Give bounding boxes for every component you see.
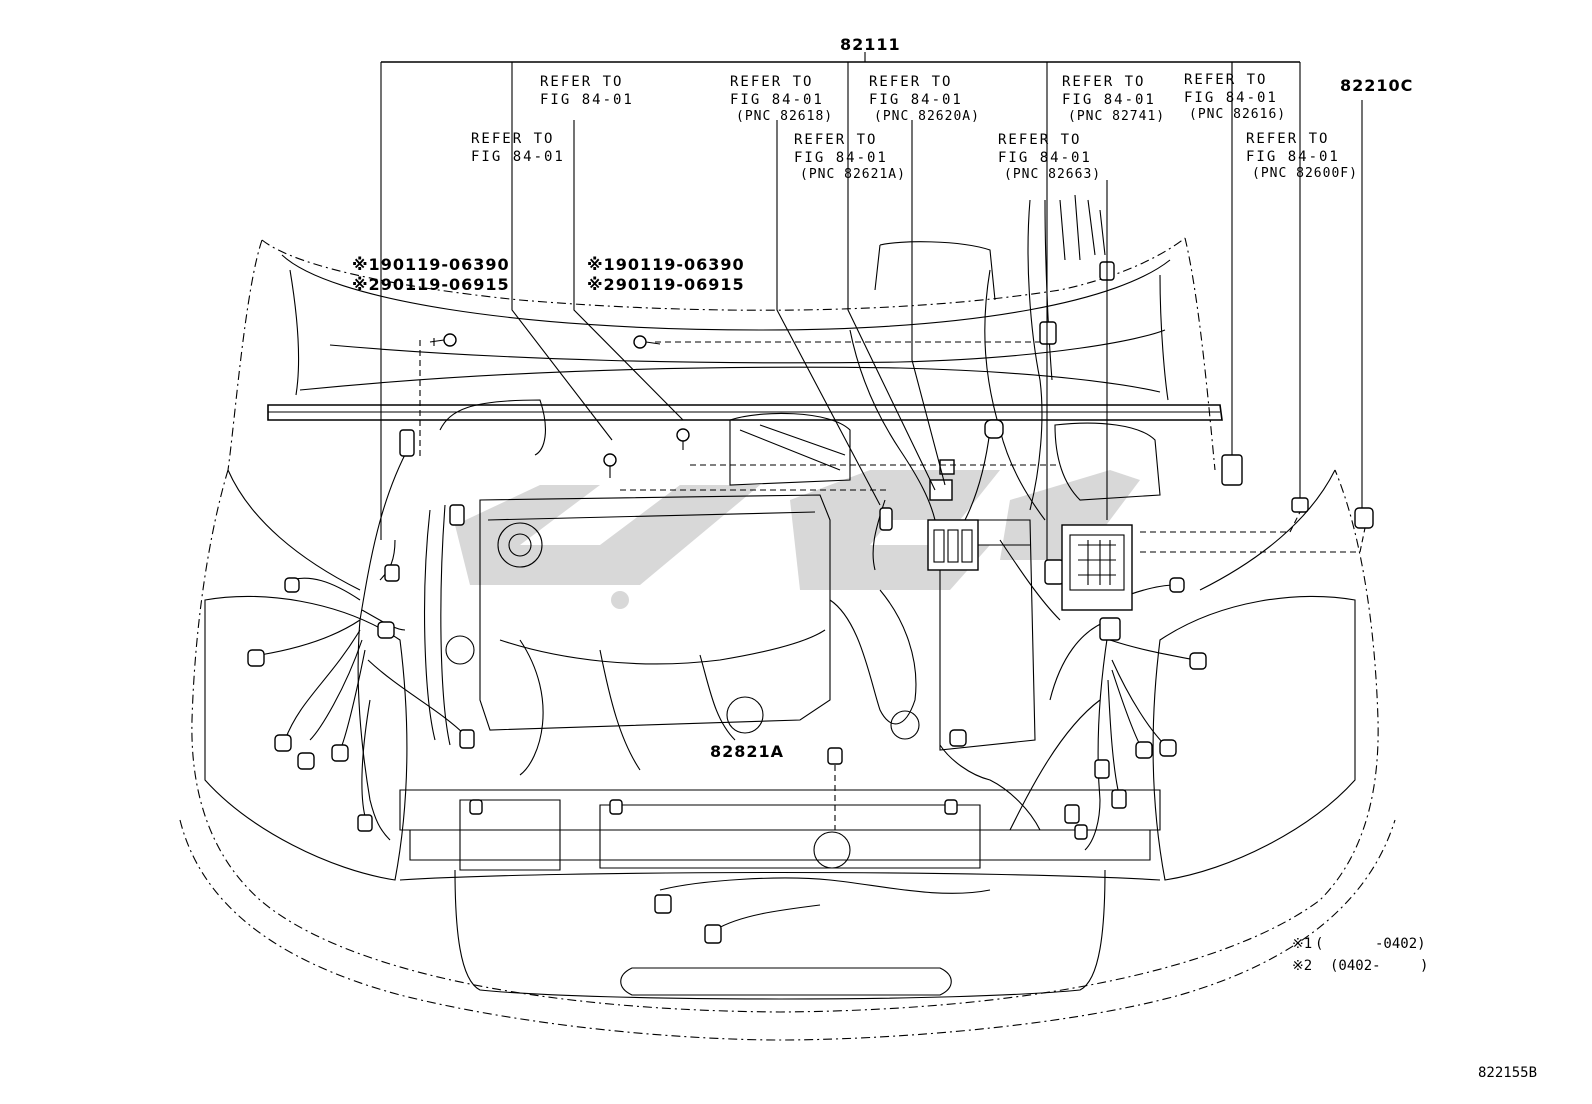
svg-text:REFER TO: REFER TO [998, 132, 1081, 148]
svg-text:(PNC 82741): (PNC 82741) [1068, 109, 1165, 124]
refer-label: REFER TO FIG 84-01 (PNC 82663) [998, 132, 1101, 182]
svg-text:REFER TO: REFER TO [471, 131, 554, 147]
svg-text:FIG 84-01: FIG 84-01 [1062, 92, 1156, 108]
part-82210C [1354, 507, 1374, 529]
refer-label: REFER TO FIG 84-01 (PNC 82618) [730, 74, 833, 124]
svg-text:(PNC 82618): (PNC 82618) [736, 109, 833, 124]
svg-text:FIG 84-01: FIG 84-01 [471, 149, 565, 165]
connector [247, 649, 265, 667]
figure-code: 822155B [1478, 1065, 1537, 1081]
footnote: ※1 ( -0402) [1292, 936, 1426, 952]
footnote: ※2 (0402- ) [1292, 958, 1428, 974]
svg-text:(PNC 82600F): (PNC 82600F) [1252, 166, 1358, 181]
refer-label: REFER TO FIG 84-01 (PNC 82621A) [794, 132, 906, 182]
part-82821A [827, 747, 843, 765]
svg-text:REFER TO: REFER TO [1184, 72, 1267, 88]
svg-text:(PNC 82663): (PNC 82663) [1004, 167, 1101, 182]
part-number-82210C: 82210C [1340, 76, 1413, 95]
refer-label: REFER TO FIG 84-01 (PNC 82620A) [869, 74, 980, 124]
wire-harness [247, 194, 1207, 944]
refer-label: REFER TO FIG 84-01 (PNC 82600F) [1246, 131, 1358, 181]
refer-label: REFER TO FIG 84-01 (PNC 82741) [1062, 74, 1165, 124]
fuse-block-right [1061, 524, 1133, 611]
car-body-outline [179, 237, 1396, 1041]
svg-text:(: ( [1315, 936, 1323, 952]
svg-text:(PNC 82616): (PNC 82616) [1189, 107, 1286, 122]
svg-text:FIG 84-01: FIG 84-01 [1184, 90, 1278, 106]
part-number-82111: 82111 [840, 35, 901, 54]
bolt-icon [429, 333, 690, 478]
svg-text:FIG 84-01: FIG 84-01 [540, 92, 634, 108]
svg-text:※190119-06390: ※190119-06390 [587, 255, 745, 274]
engine-block [424, 241, 1161, 776]
svg-text:(PNC 82620A): (PNC 82620A) [874, 109, 980, 124]
svg-text:FIG 84-01: FIG 84-01 [730, 92, 824, 108]
svg-text:※290119-06915: ※290119-06915 [352, 275, 510, 294]
svg-text:REFER TO: REFER TO [1246, 131, 1329, 147]
watermark-logo [455, 470, 1140, 609]
svg-text:-0402): -0402) [1375, 936, 1426, 952]
bolt-part-numbers: ※190119-06390 ※290119-06915 [352, 255, 510, 294]
svg-text:※2: ※2 [1292, 958, 1312, 974]
svg-text:REFER TO: REFER TO [869, 74, 952, 90]
svg-text:): ) [1420, 958, 1428, 974]
svg-text:FIG 84-01: FIG 84-01 [998, 150, 1092, 166]
svg-text:REFER TO: REFER TO [730, 74, 813, 90]
svg-text:※290119-06915: ※290119-06915 [587, 275, 745, 294]
svg-text:(PNC 82621A): (PNC 82621A) [800, 167, 906, 182]
svg-text:FIG 84-01: FIG 84-01 [794, 150, 888, 166]
refer-label: REFER TO FIG 84-01 [471, 131, 565, 165]
svg-text:REFER TO: REFER TO [794, 132, 877, 148]
refer-label: REFER TO FIG 84-01 (PNC 82616) [1184, 72, 1286, 122]
leader-lines [380, 52, 1366, 830]
svg-text:REFER TO: REFER TO [540, 74, 623, 90]
connector-82600F [1291, 497, 1309, 513]
svg-text:(0402-: (0402- [1330, 958, 1381, 974]
svg-text:FIG 84-01: FIG 84-01 [1246, 149, 1340, 165]
refer-label: REFER TO FIG 84-01 [540, 74, 634, 108]
svg-text:REFER TO: REFER TO [1062, 74, 1145, 90]
svg-text:※1: ※1 [1292, 936, 1312, 952]
bolt-part-numbers: ※190119-06390 ※290119-06915 [587, 255, 745, 294]
svg-text:FIG 84-01: FIG 84-01 [869, 92, 963, 108]
svg-text:※190119-06390: ※190119-06390 [352, 255, 510, 274]
part-number-82821A: 82821A [710, 742, 784, 761]
relay-82616 [1221, 454, 1243, 486]
